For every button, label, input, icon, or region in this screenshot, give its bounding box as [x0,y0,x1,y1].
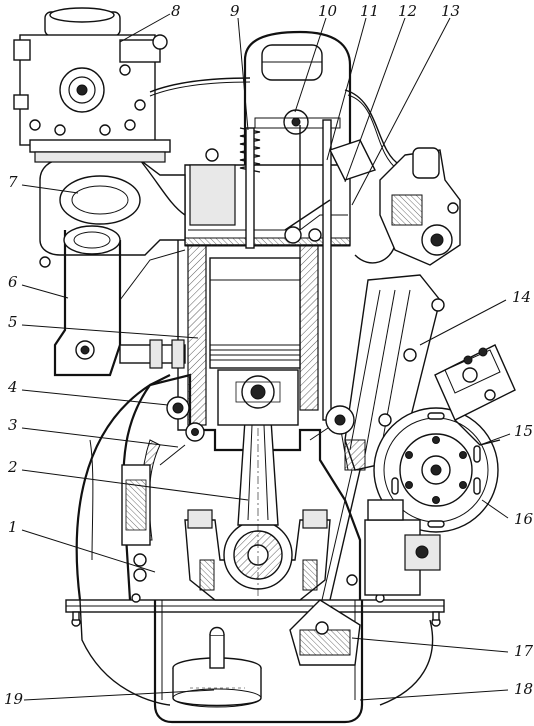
callout-8: 8 [119,2,181,43]
callout-16: 16 [481,499,534,528]
callout-17: 17 [351,637,534,660]
callout-19: 19 [4,689,215,708]
callout-4: 4 [7,378,169,406]
flywheel-housing [75,374,434,706]
crankcase-block [121,373,362,601]
callout-6: 6 [8,273,69,299]
piston-cylinder [177,235,329,431]
exhaust-manifold [39,148,236,256]
callout-1: 1 [8,518,156,573]
callout-17-label: 17 [514,642,534,660]
pulley-bolts [405,436,467,504]
pulley-slots [391,412,481,528]
side-housing [364,499,441,596]
water-pump-details [159,396,205,466]
callout-3-label: 3 [8,416,18,434]
oil-strainer [172,626,262,708]
misc-rods [309,405,366,471]
fuel-filter [434,344,516,446]
engine-drawing [13,7,516,724]
callout-16-label: 16 [514,510,534,528]
callout-10: 10 [294,2,338,113]
callout-15-label: 15 [514,422,533,440]
exhaust-pipe [39,225,186,377]
cylinder-head [184,30,376,421]
callout-13-label: 13 [441,2,460,20]
callout-12: 12 [344,2,417,183]
pump-bolts [29,64,146,136]
injection-pump [344,147,461,471]
base-plate [65,593,445,627]
fuel-line [344,89,401,264]
callout-11-label: 11 [360,2,379,20]
callout-9-label: 9 [230,2,240,20]
callout-14: 14 [419,288,531,346]
callout-2-label: 2 [7,458,18,476]
callout-13: 13 [351,2,460,206]
pulley-assembly [373,407,499,533]
callout-5: 5 [8,313,199,339]
callout-7: 7 [8,173,79,194]
callout-10-label: 10 [318,2,338,20]
callout-12-label: 12 [398,2,417,20]
callout-9: 9 [230,2,249,131]
callout-11: 11 [326,2,379,161]
callout-19-label: 19 [4,690,24,708]
callout-2: 2 [7,458,249,501]
fuel-pump-assembly [13,7,251,163]
callout-4-label: 4 [7,378,18,396]
callout-3: 3 [8,416,179,448]
crankshaft [133,509,382,601]
callout-5-label: 5 [8,313,18,331]
callout-18: 18 [359,680,533,701]
callout-1-label: 1 [8,518,18,536]
callout-6-label: 6 [8,273,18,291]
callout-14-label: 14 [512,288,531,306]
callouts: 1 2 3 4 5 6 7 [4,2,534,708]
callout-8-label: 8 [171,2,181,20]
oil-pump [289,469,361,666]
callout-7-label: 7 [8,173,18,191]
callout-15: 15 [479,422,533,446]
callout-18-label: 18 [514,680,533,698]
